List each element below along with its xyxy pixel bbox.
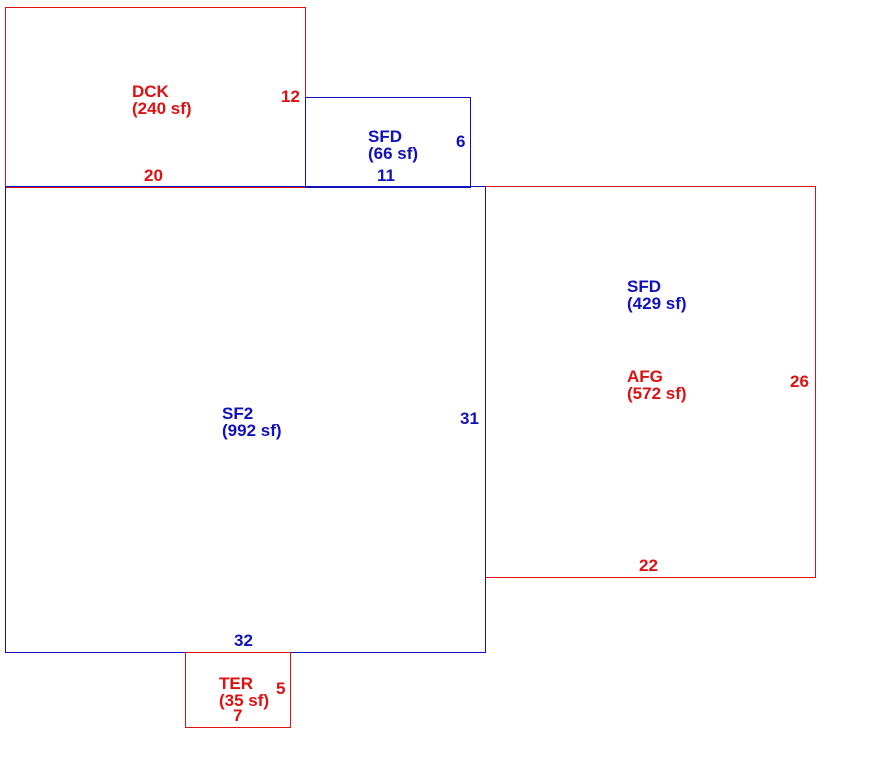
afg-name: AFG xyxy=(627,367,663,386)
sf2-dim-side: 31 xyxy=(460,409,479,428)
dck-dim-bottom: 20 xyxy=(144,166,163,185)
sf2-dim-bottom: 32 xyxy=(234,631,253,650)
ter-name: TER xyxy=(219,674,253,693)
dck-area-label: (240 sf) xyxy=(132,99,192,118)
sf2-area-label: (992 sf) xyxy=(222,421,282,440)
ter-dim-bottom: 7 xyxy=(233,706,243,725)
dck-dim-side: 12 xyxy=(281,87,300,106)
sfd-small-dim-bottom: 11 xyxy=(377,166,395,185)
afg-dim-bottom: 22 xyxy=(639,556,658,575)
sfd-small-area xyxy=(305,97,471,188)
sf2-name: SF2 xyxy=(222,404,254,423)
sfd-small-name: SFD xyxy=(368,127,402,146)
afg-dim-side: 26 xyxy=(790,372,809,391)
sfd-right-name: SFD xyxy=(627,277,661,296)
sfd-right-area-label: (429 sf) xyxy=(627,294,687,313)
sfd-small-area-label: (66 sf) xyxy=(368,144,419,163)
dck-name: DCK xyxy=(132,82,169,101)
ter-dim-side: 5 xyxy=(276,679,286,698)
sfd-small-dim-side: 6 xyxy=(456,132,466,151)
afg-area-label: (572 sf) xyxy=(627,384,687,403)
ter-area-label: (35 sf) xyxy=(219,691,270,710)
ter-area xyxy=(185,652,291,728)
